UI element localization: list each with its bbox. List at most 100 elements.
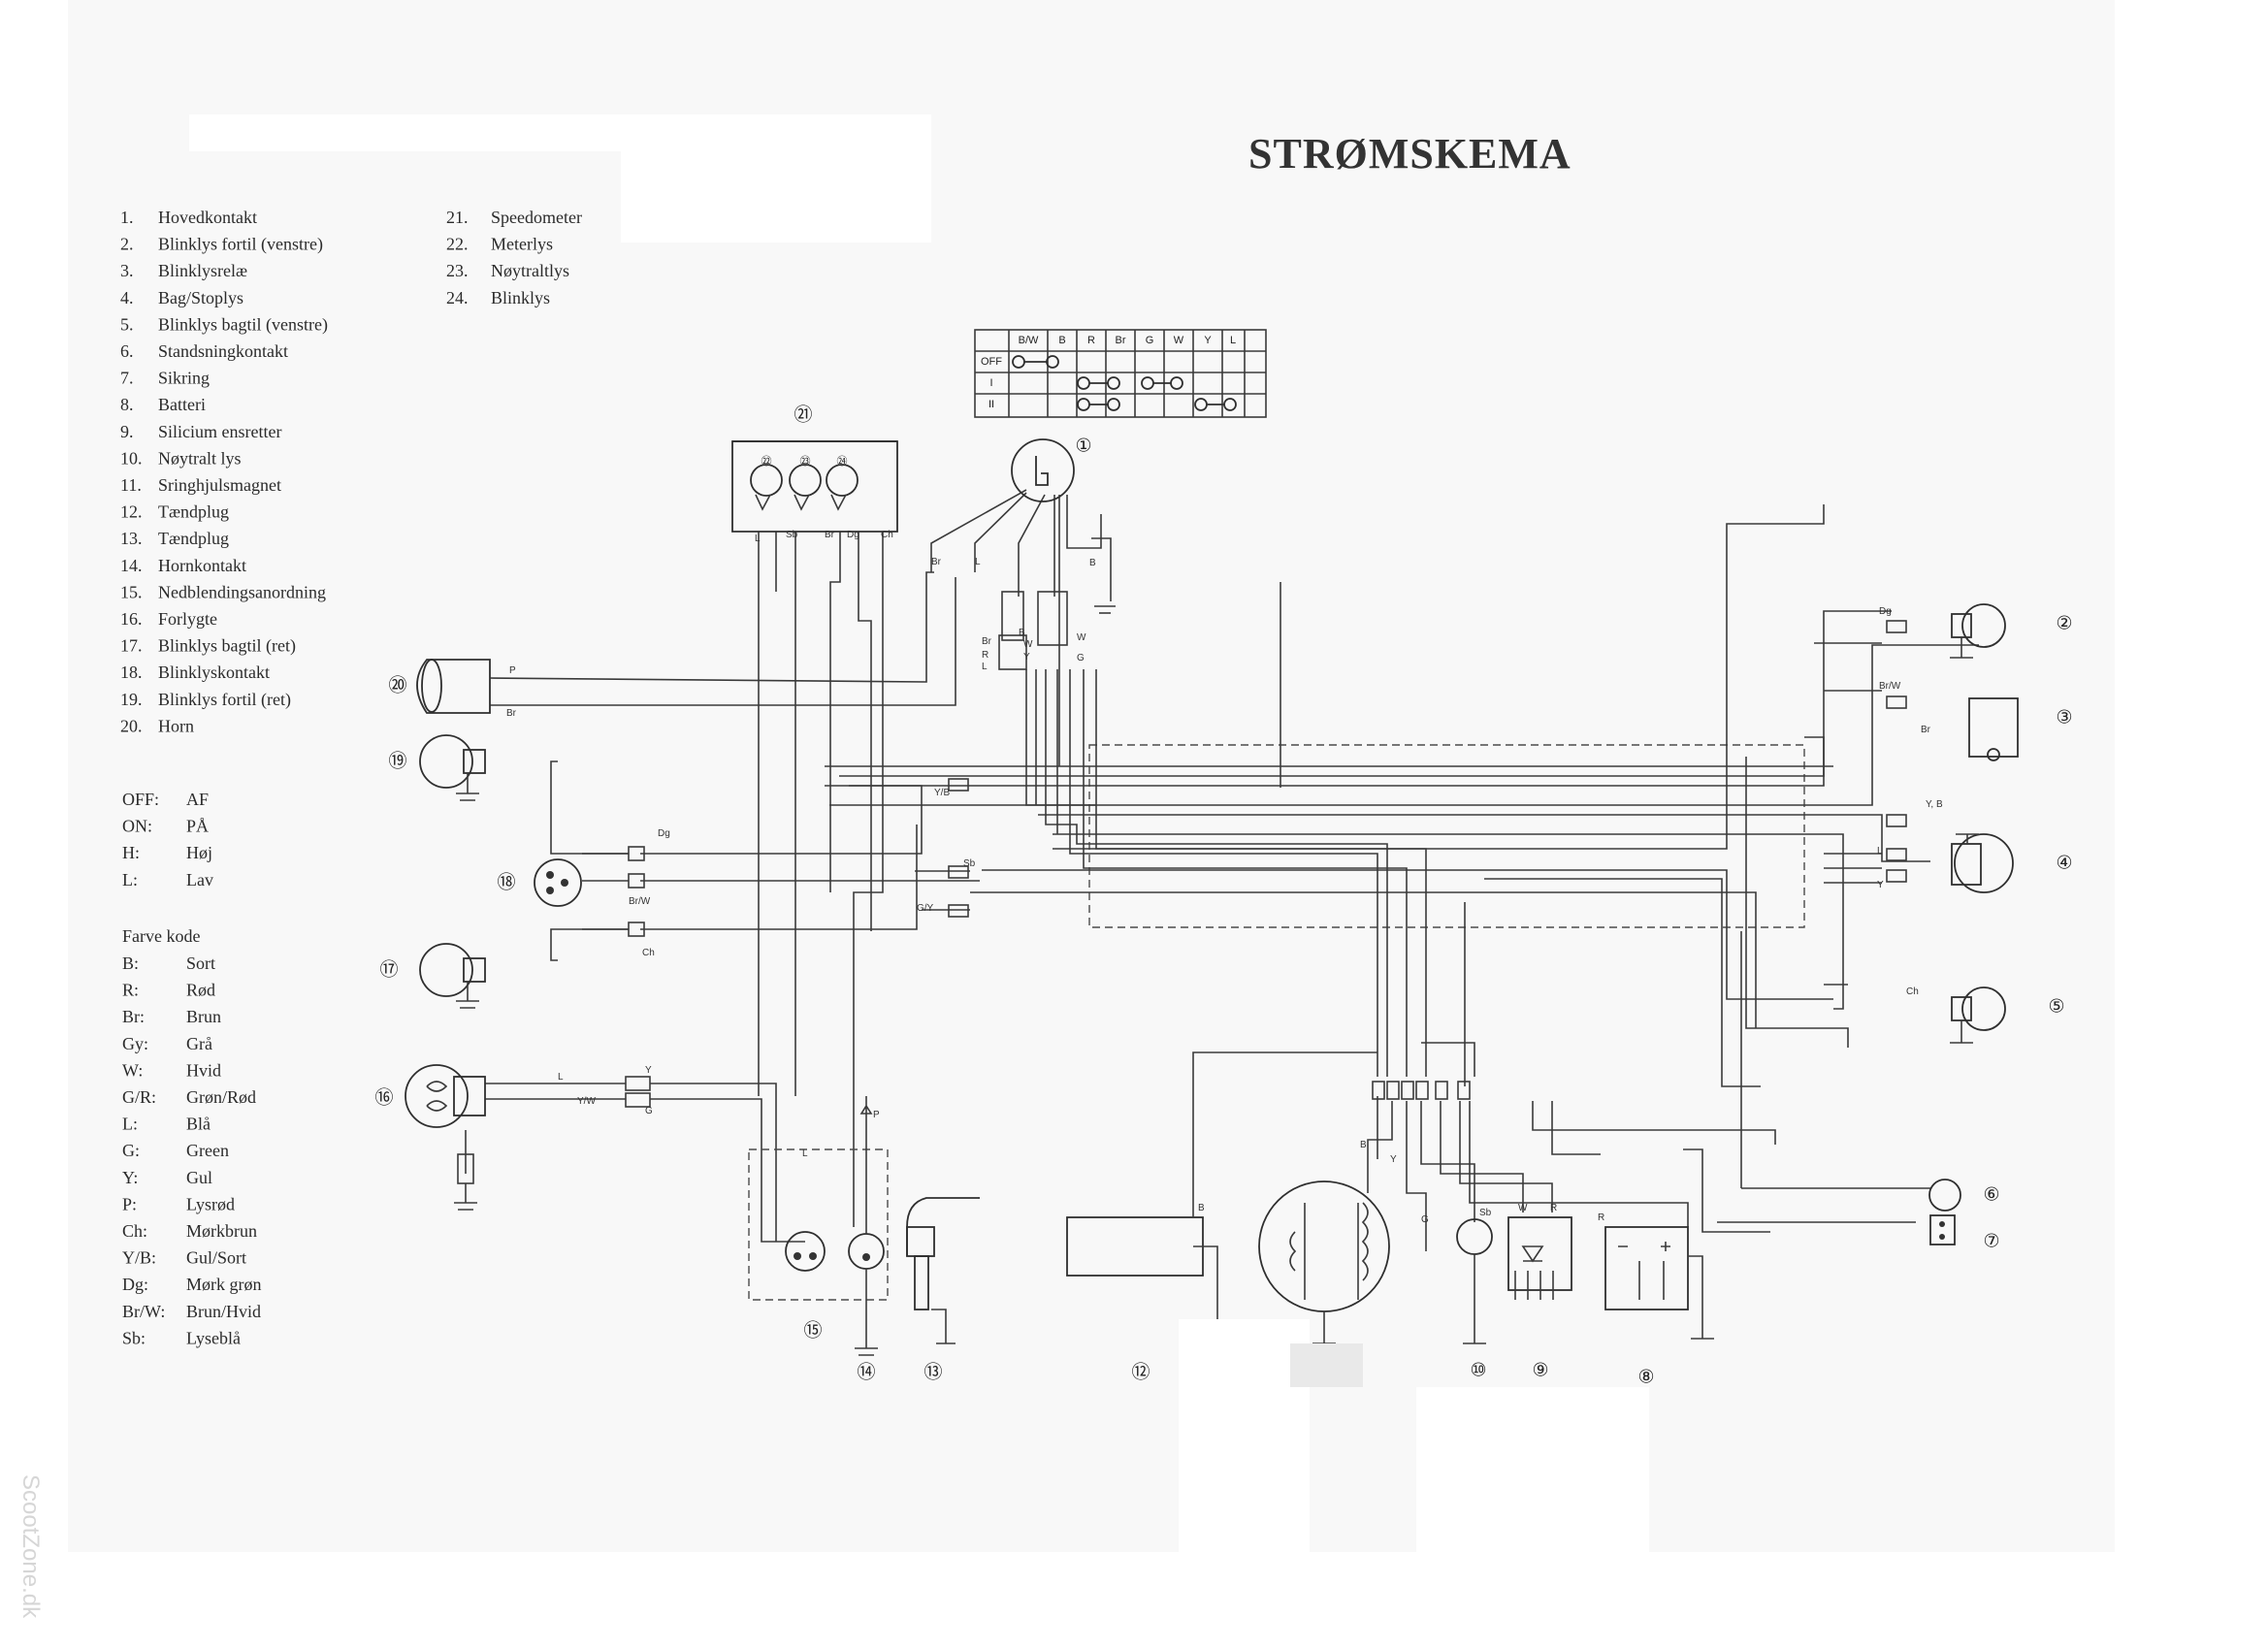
horn <box>416 659 491 714</box>
color-code-value: Grå <box>186 1034 212 1053</box>
meter-light-bulb <box>750 464 783 497</box>
legend-item-label: Batteri <box>158 395 206 414</box>
legend-item-label: Standsningkontakt <box>158 341 288 361</box>
color-code-key: L: <box>122 1115 138 1134</box>
wire-label: B <box>1360 1140 1367 1150</box>
wire-label: Dg <box>847 530 859 540</box>
neutral-switch <box>1456 1218 1493 1344</box>
engine-stop-switch <box>1928 1179 1961 1212</box>
legend-item-label: Sringhjulsmagnet <box>158 475 281 495</box>
wire-label: Br <box>982 636 992 647</box>
color-code-value: Gul <box>186 1168 212 1187</box>
wire-label: W <box>1077 632 1086 643</box>
component-number: ㉑ <box>794 404 812 426</box>
legend-item-number: 10. <box>120 448 143 468</box>
wire-label: Br <box>825 530 835 540</box>
component-number: ㉓ <box>800 455 811 468</box>
legend-item-number: 15. <box>120 582 143 601</box>
color-code-value: Brun/Hvid <box>186 1302 261 1321</box>
battery <box>1604 1226 1714 1340</box>
wire-label: Br <box>506 708 517 719</box>
switch-table-column-header: Y <box>1204 335 1212 346</box>
component-number: ⑰ <box>379 959 398 981</box>
color-code-value: Green <box>186 1141 229 1160</box>
wire-label: Ch <box>642 948 655 958</box>
wire-label: R <box>982 650 988 661</box>
legend-item-label: Forlygte <box>158 609 217 629</box>
color-code-key: B: <box>122 954 139 973</box>
switch-table-row-header: II <box>988 399 994 410</box>
legend-item-number: 17. <box>120 636 143 656</box>
turn-signal-rear-left <box>1950 986 2006 1044</box>
wire-label: P <box>509 665 516 676</box>
switch-position-value: AF <box>186 790 209 809</box>
legend-item-label: Blinklys bagtil (ret) <box>158 636 296 657</box>
scan-smudge <box>1290 1343 1363 1387</box>
switch-table-column-header: B/W <box>1019 335 1039 346</box>
component-number: ⑧ <box>1637 1368 1654 1388</box>
wire-label: Br/W <box>629 896 651 907</box>
connector-blocks <box>948 620 1907 1100</box>
wire-label: L <box>975 557 981 567</box>
switch-table-column-header: L <box>1230 335 1236 346</box>
color-code-key: Dg: <box>122 1275 148 1294</box>
legend-item-label: Tændplug <box>158 502 229 522</box>
speedometer <box>731 440 898 533</box>
fuse <box>1929 1214 1956 1245</box>
wire-label: Y <box>1390 1154 1397 1165</box>
legend-item-number: 2. <box>120 235 134 254</box>
legend-item-number: 18. <box>120 663 143 682</box>
legend-item-number: 3. <box>120 261 134 280</box>
wire-label: L <box>558 1072 564 1083</box>
switch-position-key: OFF: <box>122 790 159 809</box>
wire-label: Br/W <box>1879 681 1901 692</box>
color-code-key: Y/B: <box>122 1248 156 1268</box>
rectifier <box>1507 1216 1572 1300</box>
watermark-text: ScootZone.dk <box>17 1474 44 1619</box>
wire-label: L <box>1877 846 1883 857</box>
main-switch <box>998 438 1116 670</box>
wire-label: L <box>982 662 988 672</box>
component-number: ㉔ <box>837 455 848 468</box>
wire-label: Y/W <box>577 1096 596 1107</box>
component-number: ⑯ <box>374 1087 393 1109</box>
component-number: ⑤ <box>2048 997 2064 1018</box>
legend-item-label: Sikring <box>158 369 210 388</box>
harness-box <box>1088 744 1805 928</box>
dimmer-switch <box>785 1231 826 1272</box>
turn-signal-front-right <box>419 734 486 801</box>
legend-item-label: Nøytralt lys <box>158 448 242 468</box>
blank-patch <box>621 146 931 242</box>
wire-label: L <box>802 1148 808 1159</box>
wire-label: G <box>645 1106 653 1116</box>
color-code-key: Y: <box>122 1168 138 1187</box>
legend-item-number: 4. <box>120 288 134 307</box>
legend-item-number: 5. <box>120 314 134 334</box>
switch-position-key: H: <box>122 843 140 862</box>
wire-label: Ch <box>881 530 893 540</box>
color-code-key: W: <box>122 1060 143 1080</box>
wire-label: P <box>873 1110 880 1120</box>
legend-item-label: Nedblendingsanordning <box>158 582 326 601</box>
switch-position-key: ON: <box>122 817 152 836</box>
color-code-key: Sb: <box>122 1328 146 1347</box>
color-code-value: Blå <box>186 1115 211 1134</box>
blank-patch <box>1179 1319 1310 1552</box>
switch-table-column-header: Br <box>1116 335 1126 346</box>
color-code-value: Rød <box>186 981 215 1000</box>
component-legend-right: 21.Speedometer22.Meterlys23.Nøytraltlys2… <box>446 208 582 307</box>
legend-item-label: Blinklysrelæ <box>158 261 247 280</box>
component-number: ⑩ <box>1470 1361 1486 1381</box>
wire-label: Ch <box>1906 986 1919 997</box>
turn-signal-rear-right <box>419 943 486 1009</box>
wire-label: Sb <box>963 858 976 869</box>
switch-position-value: Lav <box>186 870 213 889</box>
legend-item-number: 11. <box>120 475 142 495</box>
blank-patch <box>1416 1387 1649 1552</box>
color-code-value: Hvid <box>186 1060 221 1080</box>
legend-item-label: Blinklys <box>491 288 550 307</box>
wire-label: W <box>1518 1203 1528 1213</box>
switch-table-column-header: G <box>1146 335 1154 346</box>
legend-item-label: Meterlys <box>491 235 553 254</box>
